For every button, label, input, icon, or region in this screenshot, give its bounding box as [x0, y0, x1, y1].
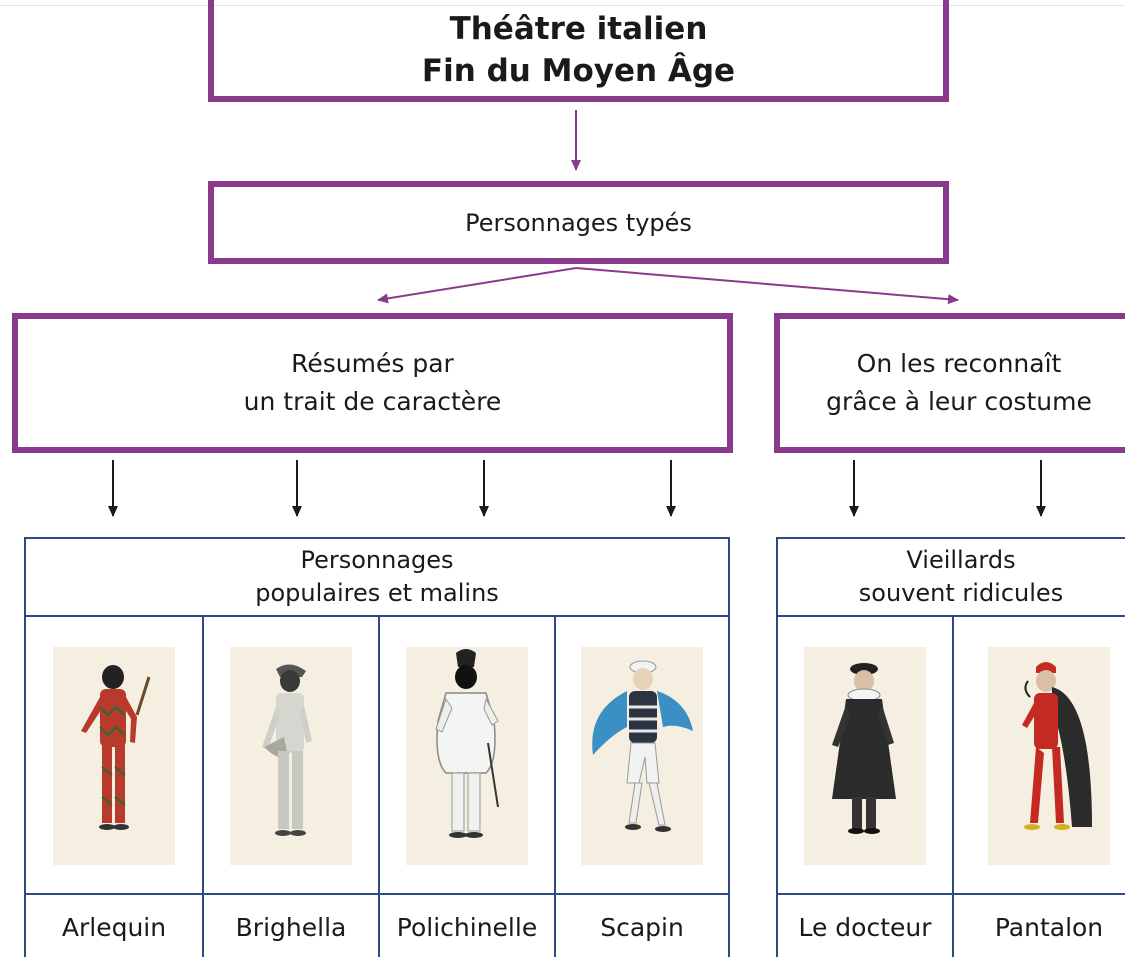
character-name: Arlequin	[26, 893, 202, 959]
character-name: Le docteur	[778, 893, 952, 959]
branch-right-line-1: On les reconnaît	[856, 349, 1062, 378]
group-right-header: Vieillards souvent ridicules	[778, 539, 1125, 617]
branch-right-line-2: grâce à leur costume	[826, 387, 1092, 416]
group-right-line-2: souvent ridicules	[858, 579, 1064, 607]
character-name: Brighella	[204, 893, 378, 959]
group-left-line-1: Personnages	[300, 546, 454, 574]
branch-left-box: Résumés par un trait de caractère	[12, 313, 733, 453]
title-box: Théâtre italien Fin du Moyen Âge	[208, 0, 949, 102]
character-cell-scapin: Scapin	[556, 617, 728, 957]
subtitle-text: Personnages typés	[465, 208, 692, 237]
top-rule	[0, 5, 1125, 6]
character-cell-arlequin: Arlequin	[26, 617, 204, 957]
subtitle-box: Personnages typés	[208, 181, 949, 264]
character-name: Scapin	[556, 893, 728, 959]
branch-left-line-2: un trait de caractère	[243, 387, 502, 416]
group-right-table: Vieillards souvent ridicules Le docteur	[776, 537, 1125, 957]
character-name: Pantalon	[954, 893, 1125, 959]
title-line-1: Théâtre italien	[449, 11, 708, 47]
character-cell-docteur: Le docteur	[778, 617, 954, 957]
group-left-header: Personnages populaires et malins	[26, 539, 728, 617]
arrow-subtitle-to-right	[575, 267, 959, 305]
group-right-line-1: Vieillards	[906, 546, 1016, 574]
branch-right-box: On les reconnaît grâce à leur costume	[774, 313, 1125, 453]
pantalone-figure-icon	[988, 647, 1110, 865]
title-line-2: Fin du Moyen Âge	[421, 53, 736, 89]
harlequin-figure-icon	[53, 647, 175, 865]
character-name: Polichinelle	[380, 893, 554, 959]
branch-left-line-1: Résumés par	[291, 349, 454, 378]
doctor-figure-icon	[804, 647, 926, 865]
brighella-figure-icon	[230, 647, 352, 865]
character-cell-pantalon: Pantalon	[954, 617, 1125, 957]
character-cell-polichinelle: Polichinelle	[380, 617, 556, 957]
group-left-line-2: populaires et malins	[255, 579, 499, 607]
pulcinella-figure-icon	[406, 647, 528, 865]
arrow-subtitle-to-left	[377, 267, 577, 304]
group-left-table: Personnages populaires et malins Arle	[24, 537, 730, 957]
scapin-figure-icon	[581, 647, 703, 865]
character-cell-brighella: Brighella	[204, 617, 380, 957]
